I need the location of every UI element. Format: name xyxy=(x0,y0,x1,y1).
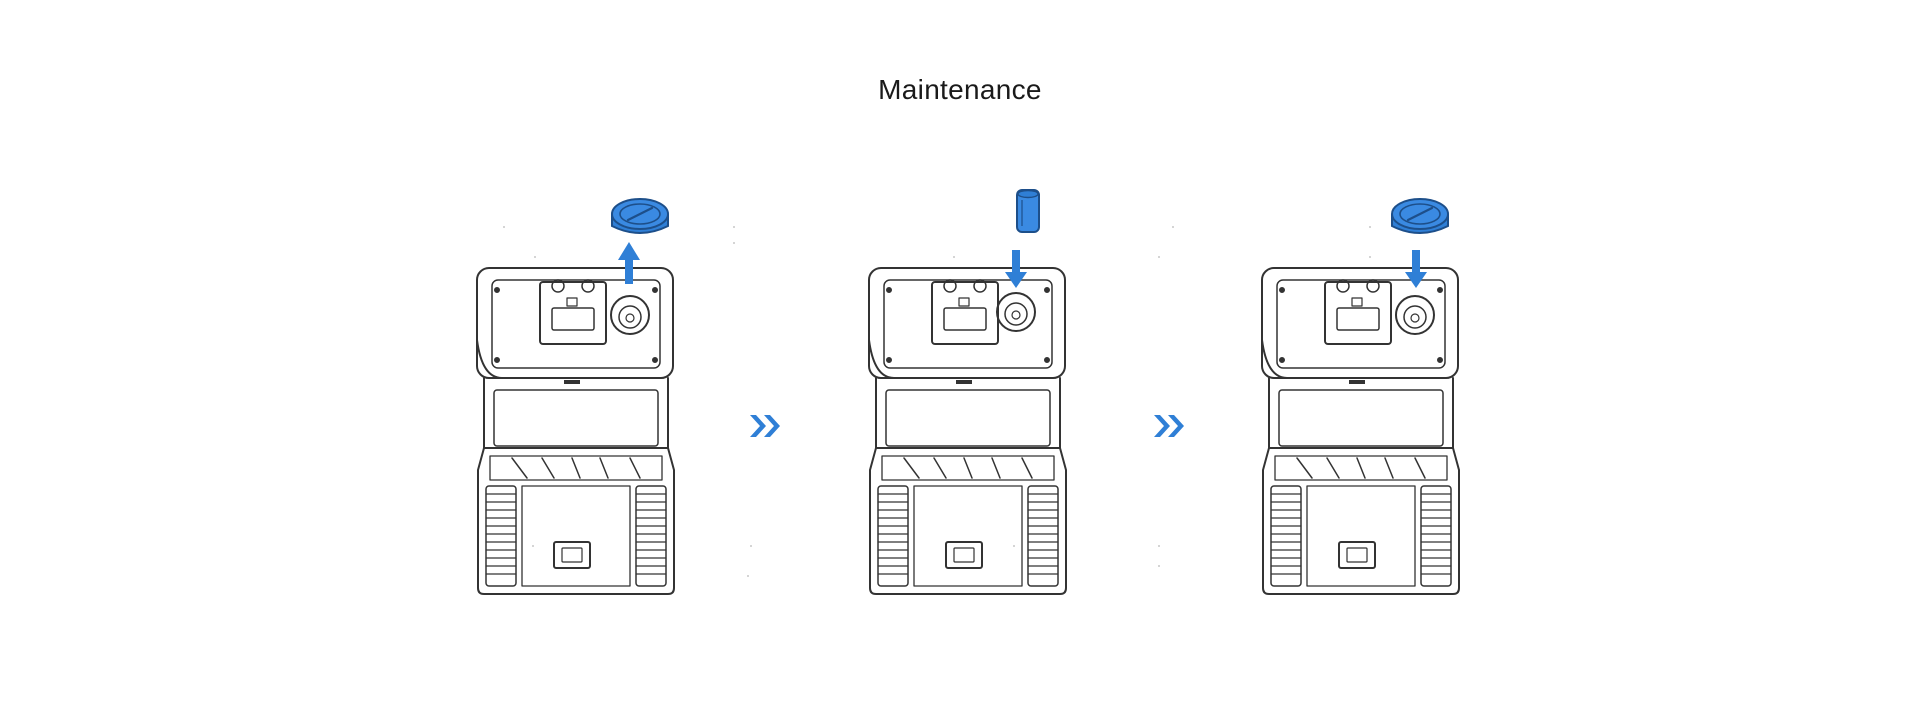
background-dot xyxy=(503,226,505,228)
double-chevron-right-icon xyxy=(1154,415,1184,437)
background-dot xyxy=(747,575,749,577)
pump-block xyxy=(539,281,607,345)
background-dot xyxy=(1172,226,1174,228)
page-title: Maintenance xyxy=(878,74,1042,105)
lid-panel xyxy=(491,279,661,369)
background-dot xyxy=(953,256,955,258)
background-dot xyxy=(534,256,536,258)
background-dot xyxy=(1158,545,1160,547)
step-3-station-illustration xyxy=(1261,198,1460,595)
arrow-down-icon xyxy=(1405,250,1427,288)
filter-cap-icon xyxy=(611,198,669,234)
step-1-station-illustration xyxy=(476,198,675,595)
arrow-down-icon xyxy=(1005,250,1027,288)
background-dot xyxy=(1369,256,1371,258)
background-dot xyxy=(1158,256,1160,258)
background-dot xyxy=(750,545,752,547)
arrow-up-icon xyxy=(618,242,640,284)
filter-port xyxy=(610,295,650,335)
background-dot xyxy=(1158,565,1160,567)
step-2-station-illustration xyxy=(868,189,1067,595)
background-dot xyxy=(1369,226,1371,228)
background-dot xyxy=(532,545,534,547)
filter-cap-icon xyxy=(1391,198,1449,234)
station-lid xyxy=(476,267,674,379)
background-dot xyxy=(1013,545,1015,547)
background-dot xyxy=(733,226,735,228)
background-dot xyxy=(733,242,735,244)
station-body xyxy=(483,377,669,449)
station-base xyxy=(477,447,675,595)
lid-edge xyxy=(476,339,503,379)
filter-cartridge-icon xyxy=(1016,189,1040,233)
double-chevron-right-icon xyxy=(750,415,780,437)
